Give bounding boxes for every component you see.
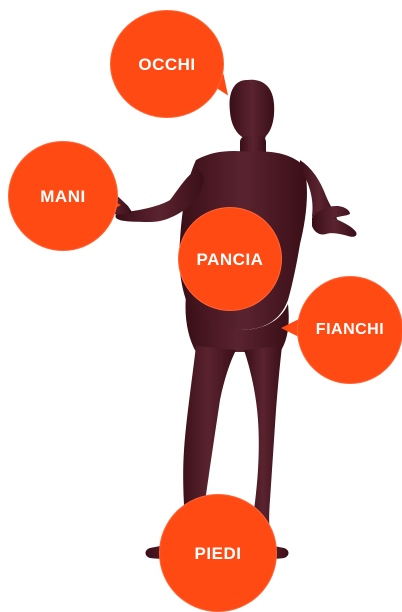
bubble-occhi: OCCHI xyxy=(110,10,224,118)
bubble-pancia: PANCIA xyxy=(178,207,282,311)
bubble-mani: MANI xyxy=(8,141,118,251)
label-mani: MANI xyxy=(40,188,85,205)
bubble-piedi: PIEDI xyxy=(159,494,277,612)
label-occhi: OCCHI xyxy=(138,56,195,73)
bubble-fianchi: FIANCHI xyxy=(297,276,402,384)
label-fianchi: FIANCHI xyxy=(316,322,384,338)
label-pancia: PANCIA xyxy=(197,251,264,268)
label-piedi: PIEDI xyxy=(195,545,242,562)
